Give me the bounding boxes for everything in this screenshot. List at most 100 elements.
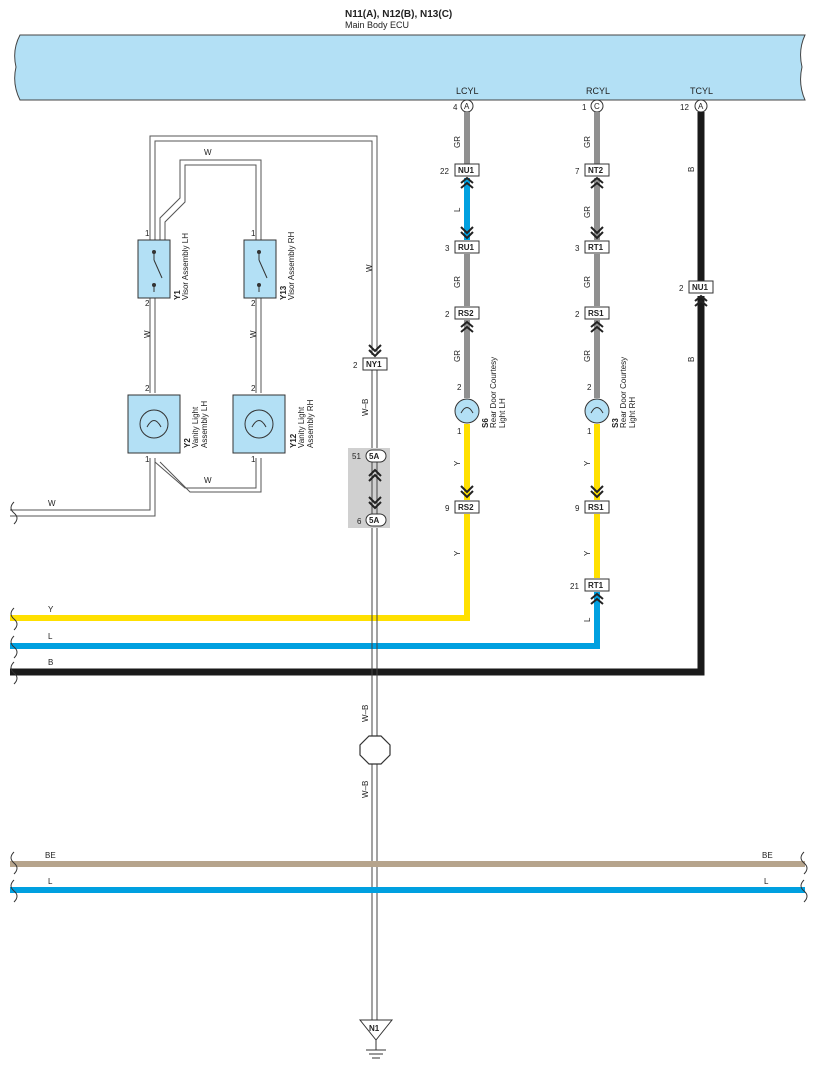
- svg-text:2: 2: [679, 284, 684, 293]
- wire-label-y: Y: [453, 550, 462, 556]
- svg-text:NU1: NU1: [692, 283, 709, 292]
- svg-text:RT1: RT1: [588, 243, 604, 252]
- ecu-connector-title: N11(A), N12(B), N13(C): [345, 9, 452, 20]
- wire-label-gr: GR: [453, 350, 462, 362]
- svg-text:TCYL: TCYL: [690, 86, 713, 96]
- wire-label-gr: GR: [453, 276, 462, 288]
- svg-text:S6: S6: [481, 418, 490, 428]
- connector-ru1: 3 RU1: [445, 226, 480, 254]
- wire-label-wb: W–B: [361, 705, 370, 722]
- svg-text:3: 3: [575, 244, 580, 253]
- svg-text:Y1: Y1: [173, 290, 182, 300]
- visor-switch-y13: 1 2 Y13 Visor Assembly RH: [243, 229, 296, 308]
- svg-text:Light RH: Light RH: [628, 397, 637, 428]
- bus-label-l-left: L: [48, 877, 53, 886]
- wire-label-w: W: [365, 264, 374, 272]
- wire-label-b: B: [687, 357, 696, 362]
- svg-text:A: A: [698, 102, 704, 111]
- svg-text:Visor Assembly LH: Visor Assembly LH: [181, 233, 190, 300]
- svg-text:C: C: [594, 102, 600, 111]
- svg-text:5A: 5A: [369, 516, 379, 525]
- splice-octagon: [359, 735, 391, 765]
- svg-text:Assembly RH: Assembly RH: [306, 399, 315, 448]
- svg-text:2: 2: [145, 384, 150, 393]
- bus-be-l: [10, 861, 805, 893]
- wire-label-w: W: [204, 148, 212, 157]
- wire-label-w: W: [249, 330, 258, 338]
- svg-text:2: 2: [445, 310, 450, 319]
- svg-text:2: 2: [145, 299, 150, 308]
- courtesy-light-s3: 2 1 S3 Rear Door Courtesy Light RH: [584, 357, 637, 436]
- svg-text:9: 9: [575, 504, 580, 513]
- svg-text:1: 1: [587, 427, 592, 436]
- svg-text:RS1: RS1: [588, 503, 604, 512]
- svg-text:NY1: NY1: [366, 360, 382, 369]
- vanity-light-y2: 2 1 Y2 Vanity Light Assembly LH: [127, 384, 209, 464]
- svg-text:21: 21: [570, 582, 579, 591]
- svg-text:1: 1: [251, 455, 256, 464]
- svg-text:2: 2: [251, 384, 256, 393]
- terminal-lcyl: LCYL 4 A: [453, 86, 479, 113]
- connector-nt2: 7 NT2: [575, 163, 610, 189]
- svg-text:Light LH: Light LH: [498, 398, 507, 428]
- wire-label-y: Y: [583, 550, 592, 556]
- connector-rs2-upper: 2 RS2: [445, 306, 480, 333]
- svg-text:2: 2: [575, 310, 580, 319]
- connector-rt1-lower: 21 RT1: [570, 578, 610, 605]
- ground-n1: N1: [358, 1019, 394, 1059]
- svg-text:12: 12: [680, 103, 689, 112]
- svg-text:2: 2: [251, 299, 256, 308]
- bus-label-be-left: BE: [45, 851, 56, 860]
- svg-text:2: 2: [457, 383, 462, 392]
- svg-text:1: 1: [582, 103, 587, 112]
- connector-nu1-left: 22 NU1: [440, 163, 480, 189]
- svg-text:RCYL: RCYL: [586, 86, 610, 96]
- svg-text:22: 22: [440, 167, 449, 176]
- svg-text:1: 1: [457, 427, 462, 436]
- svg-text:RU1: RU1: [458, 243, 475, 252]
- svg-text:1: 1: [145, 455, 150, 464]
- wire-y-horizontal: [10, 514, 470, 621]
- svg-text:RS1: RS1: [588, 309, 604, 318]
- wire-label-gr: GR: [583, 276, 592, 288]
- wire-label-gr: GR: [583, 136, 592, 148]
- svg-text:Assembly LH: Assembly LH: [200, 401, 209, 448]
- svg-text:N1: N1: [369, 1024, 380, 1033]
- wire-label-w: W: [204, 476, 212, 485]
- wire-label-wb: W–B: [361, 399, 370, 416]
- bus-label-y: Y: [48, 605, 54, 614]
- svg-text:3: 3: [445, 244, 450, 253]
- svg-text:Y12: Y12: [289, 433, 298, 448]
- bus-label-l-right: L: [764, 877, 769, 886]
- visor-switch-y1: 1 2 Y1 Visor Assembly LH: [137, 229, 190, 308]
- ecu-name: Main Body ECU: [345, 20, 409, 30]
- white-wire-harness: [10, 135, 378, 517]
- connector-rt1-upper: 3 RT1: [575, 226, 610, 254]
- svg-text:S3: S3: [611, 418, 620, 428]
- wire-break-marks: [10, 501, 808, 903]
- svg-text:1: 1: [145, 229, 150, 238]
- junction-5a: 51 5A 6 5A: [348, 448, 390, 528]
- svg-text:NU1: NU1: [458, 166, 475, 175]
- svg-text:51: 51: [352, 452, 361, 461]
- svg-text:Vanity Light: Vanity Light: [297, 406, 306, 448]
- svg-text:2: 2: [587, 383, 592, 392]
- svg-text:Visor Assembly RH: Visor Assembly RH: [287, 231, 296, 300]
- svg-text:RS2: RS2: [458, 309, 474, 318]
- rcyl-circuit: [10, 112, 600, 649]
- svg-text:5A: 5A: [369, 452, 379, 461]
- wire-label-gr: GR: [453, 136, 462, 148]
- wire-label-gr: GR: [583, 350, 592, 362]
- connector-rs2-lower: 9 RS2: [445, 485, 480, 514]
- wire-label-gr: GR: [583, 206, 592, 218]
- svg-text:A: A: [464, 102, 470, 111]
- bus-label-be-right: BE: [762, 851, 773, 860]
- courtesy-light-s6: 2 1 S6 Rear Door Courtesy Light LH: [454, 357, 507, 436]
- ecu-box: [14, 34, 806, 101]
- bus-label-w: W: [48, 499, 56, 508]
- svg-text:2: 2: [353, 361, 358, 370]
- connector-ny1: 2 NY1: [353, 344, 388, 371]
- vanity-light-y12: 2 1 Y12 Vanity Light Assembly RH: [232, 384, 315, 464]
- connector-rs1-upper: 2 RS1: [575, 306, 610, 333]
